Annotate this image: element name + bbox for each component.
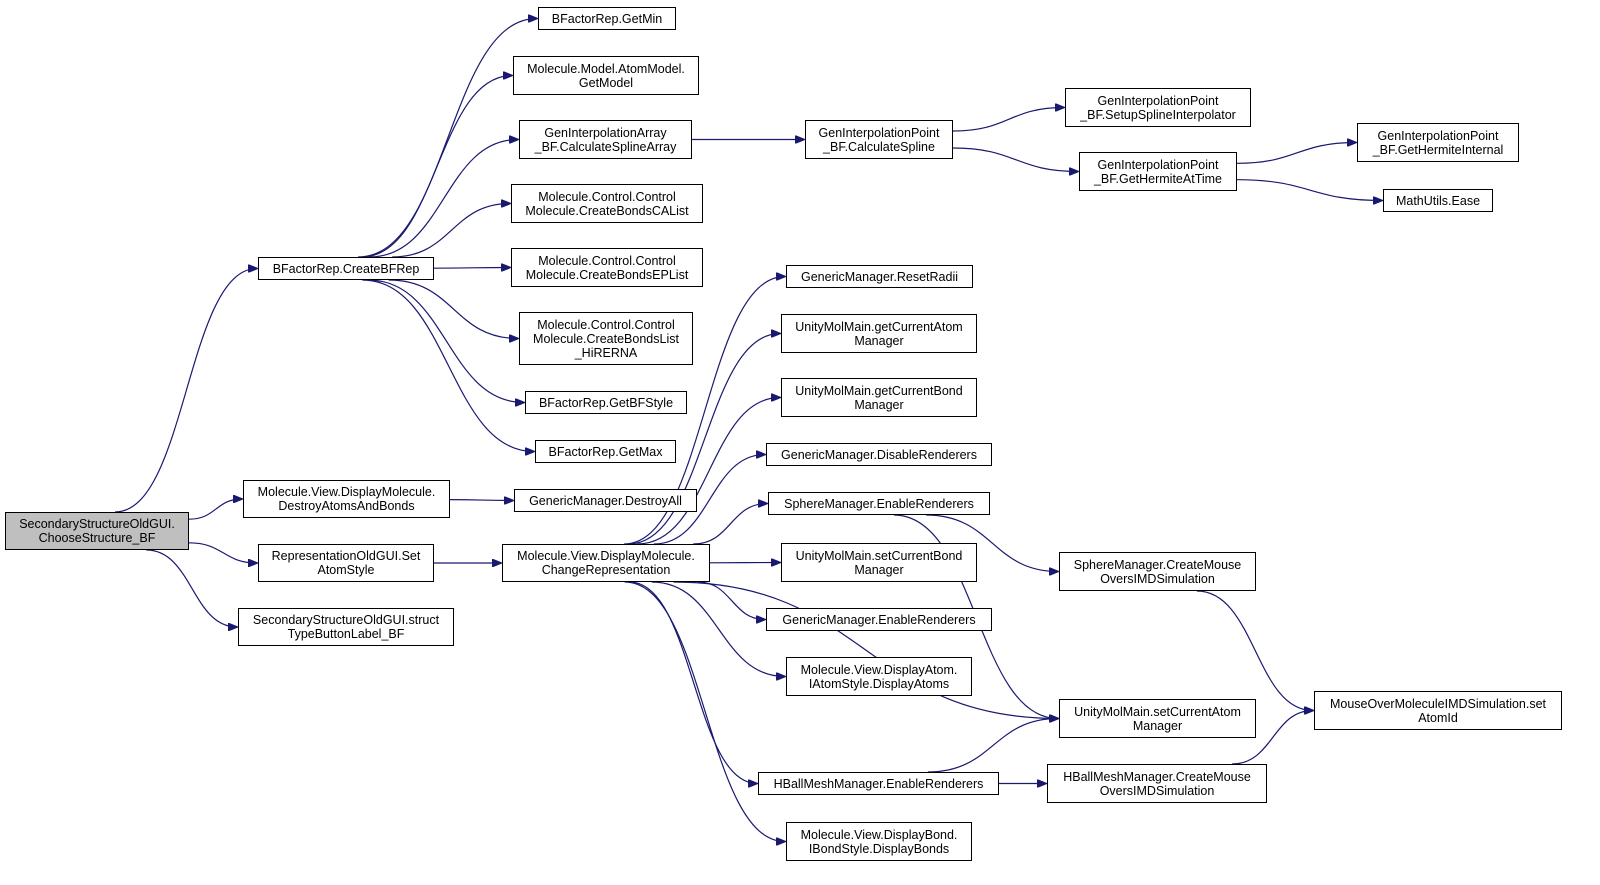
edge-spheremouse-to-setatomid — [1196, 590, 1313, 711]
edge-createbfrep-to-calcsplinearray — [369, 140, 518, 258]
node-destroy-atoms-and-bonds[interactable]: Molecule.View.DisplayMolecule. DestroyAt… — [243, 480, 450, 518]
node-bfactorrep-createbfrep[interactable]: BFactorRep.CreateBFRep — [258, 257, 434, 280]
edge-sphereenable-to-spheremouse — [926, 514, 1058, 572]
node-get-current-bond-manager[interactable]: UnityMolMain.getCurrentBond Manager — [781, 378, 977, 417]
edge-changerep-to-resetradii — [624, 277, 785, 545]
node-get-current-atom-manager[interactable]: UnityMolMain.getCurrentAtom Manager — [781, 314, 977, 353]
node-calculate-spline-array[interactable]: GenInterpolationArray _BF.CalculateSplin… — [519, 120, 692, 159]
edge-hermiteattime-to-ease — [1236, 179, 1382, 201]
node-calculate-spline[interactable]: GenInterpolationPoint _BF.CalculateSplin… — [805, 120, 953, 159]
node-sphere-create-mouse-overs[interactable]: SphereManager.CreateMouse OversIMDSimula… — [1059, 552, 1256, 591]
node-bfactorrep-getmin[interactable]: BFactorRep.GetMin — [538, 7, 676, 30]
node-hball-enable-renderers[interactable]: HBallMeshManager.EnableRenderers — [758, 772, 999, 795]
node-create-bonds-ca-list[interactable]: Molecule.Control.Control Molecule.Create… — [511, 184, 703, 223]
edge-createbfrep-to-getmin — [358, 19, 537, 258]
node-atommodel-getmodel[interactable]: Molecule.Model.AtomModel. GetModel — [513, 56, 699, 95]
node-bfactorrep-getbfstyle[interactable]: BFactorRep.GetBFStyle — [525, 391, 687, 414]
edge-createbfrep-to-bondshirerna — [388, 279, 518, 339]
edge-hballmouse-to-setatomid — [1232, 711, 1313, 765]
edge-createbfrep-to-getbfstyle — [368, 279, 524, 403]
edge-createbfrep-to-bondsep — [433, 268, 510, 269]
node-generic-disable-renderers[interactable]: GenericManager.DisableRenderers — [766, 443, 992, 466]
edge-changerep-to-getcurbond — [637, 398, 780, 545]
node-hball-create-mouse-overs[interactable]: HBallMeshManager.CreateMouse OversIMDSim… — [1047, 764, 1267, 803]
node-display-bonds[interactable]: Molecule.View.DisplayBond. IBondStyle.Di… — [786, 822, 972, 861]
edge-hermiteattime-to-hermiteinternal — [1236, 143, 1356, 164]
node-genericmanager-destroyall[interactable]: GenericManager.DestroyAll — [514, 489, 697, 512]
node-struct-type-button-label-bf[interactable]: SecondaryStructureOldGUI.struct TypeButt… — [238, 608, 454, 646]
node-display-atoms[interactable]: Molecule.View.DisplayAtom. IAtomStyle.Di… — [786, 657, 972, 696]
node-create-bonds-list-hirerna[interactable]: Molecule.Control.Control Molecule.Create… — [519, 312, 693, 365]
edge-createbfrep-to-getmax — [362, 279, 534, 452]
edge-calcspline-to-hermiteattime — [952, 147, 1078, 172]
node-set-current-bond-manager[interactable]: UnityMolMain.setCurrentBond Manager — [781, 543, 977, 582]
node-sphere-enable-renderers[interactable]: SphereManager.EnableRenderers — [768, 492, 990, 515]
node-root-choose-structure-bf[interactable]: SecondaryStructureOldGUI. ChooseStructur… — [5, 512, 189, 550]
node-mouseover-set-atom-id[interactable]: MouseOverMoleculeIMDSimulation.set AtomI… — [1314, 691, 1562, 730]
edge-changerep-to-sphereenable — [693, 504, 767, 545]
node-setup-spline-interpolator[interactable]: GenInterpolationPoint _BF.SetupSplineInt… — [1065, 88, 1251, 127]
node-mathutils-ease[interactable]: MathUtils.Ease — [1383, 189, 1493, 212]
edge-changerep-to-displaybonds — [624, 581, 785, 842]
edge-createbfrep-to-bondsca — [392, 204, 510, 258]
node-generic-enable-renderers[interactable]: GenericManager.EnableRenderers — [766, 608, 992, 631]
edge-destroyatoms-to-destroyall — [449, 500, 513, 501]
edge-changerep-to-getcuratom — [628, 334, 780, 545]
edge-root-to-createbfrep — [115, 269, 257, 513]
edge-createbfrep-to-getmodel — [361, 76, 512, 258]
edge-root-to-setatomstyle — [188, 542, 257, 563]
edge-calcspline-to-setupspline — [952, 108, 1064, 132]
node-bfactorrep-getmax[interactable]: BFactorRep.GetMax — [535, 440, 676, 463]
node-genericmanager-resetradii[interactable]: GenericManager.ResetRadii — [786, 265, 973, 288]
edge-root-to-destroyatoms — [188, 499, 242, 520]
edge-root-to-structlabel — [146, 549, 237, 627]
edge-hballenable-to-setcuratom — [927, 719, 1058, 773]
edge-changerep-to-hballenable — [629, 581, 757, 784]
node-change-representation[interactable]: Molecule.View.DisplayMolecule. ChangeRep… — [502, 544, 710, 582]
node-create-bonds-ep-list[interactable]: Molecule.Control.Control Molecule.Create… — [511, 248, 703, 287]
edge-changerep-to-setcuratom — [673, 581, 1058, 719]
edge-changerep-to-disablerenderers — [653, 455, 765, 545]
node-set-current-atom-manager[interactable]: UnityMolMain.setCurrentAtom Manager — [1059, 699, 1256, 738]
node-get-hermite-internal[interactable]: GenInterpolationPoint _BF.GetHermiteInte… — [1357, 123, 1519, 162]
node-representation-set-atom-style[interactable]: RepresentationOldGUI.Set AtomStyle — [258, 544, 434, 582]
node-get-hermite-at-time[interactable]: GenInterpolationPoint _BF.GetHermiteAtTi… — [1079, 152, 1237, 191]
edge-changerep-to-displayatoms — [651, 581, 785, 677]
